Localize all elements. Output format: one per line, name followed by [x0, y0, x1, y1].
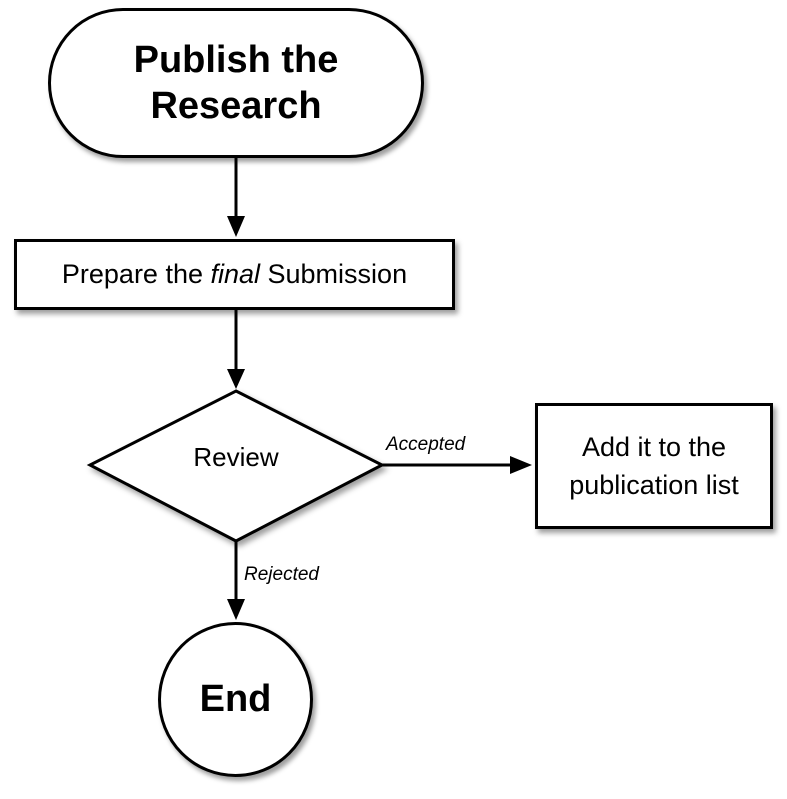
end-node: End	[158, 622, 313, 777]
prepare-text-before: Prepare the	[61, 259, 211, 289]
prepare-node-text: Prepare the final Submission	[62, 259, 407, 290]
add-node-line1: Add it to the	[581, 432, 727, 462]
prepare-text-emphasis: final	[210, 259, 261, 289]
arrow-prepare-to-review	[227, 310, 245, 389]
add-to-publication-list-node: Add it to the publication list	[535, 403, 773, 529]
review-label: Review	[193, 442, 279, 472]
arrow-review-to-end	[227, 541, 245, 620]
prepare-submission-node: Prepare the final Submission	[14, 239, 455, 310]
end-node-label: End	[199, 678, 272, 720]
arrow-review-to-add	[382, 456, 532, 474]
start-node-line1: Publish the	[133, 39, 339, 81]
accepted-edge-label: Accepted	[386, 434, 466, 455]
start-node: Publish the Research	[48, 8, 424, 158]
start-node-line2: Research	[150, 85, 322, 127]
prepare-text-after: Submission	[260, 259, 408, 289]
arrow-start-to-prepare	[227, 158, 245, 237]
rejected-edge-label: Rejected	[244, 564, 319, 585]
add-node-line2: publication list	[569, 470, 739, 500]
